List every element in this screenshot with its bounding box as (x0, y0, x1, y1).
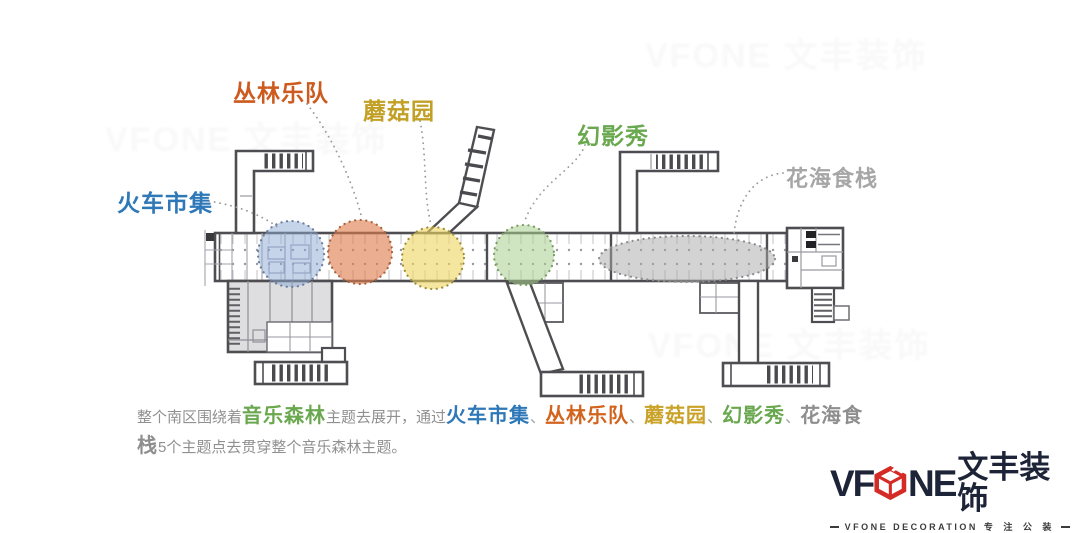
logo-wordmark: VF NE 文丰装饰 (830, 452, 1070, 514)
zone-label-flower-sea[interactable]: 花海食栈 (786, 166, 879, 191)
caption-theme-music-forest: 音乐森林 (242, 405, 327, 427)
watermark: VFONE 文丰装饰 (645, 37, 928, 75)
cube-icon (874, 465, 907, 501)
zone-label-jungle-band[interactable]: 丛林乐队 (233, 80, 329, 106)
logo-tagline-cn: 专 注 公 装 (983, 522, 1056, 532)
zone-circle-phantom-show[interactable] (492, 223, 556, 287)
wing-bottom-left (226, 279, 349, 386)
caption-text: 5个主题点去贯穿整个音乐森林主题。 (158, 439, 407, 456)
caption-zone-phantom-show: 幻影秀 (722, 405, 786, 427)
caption-zone-jungle-band: 丛林乐队 (545, 405, 630, 427)
logo-text-cn: 文丰装饰 (957, 450, 1051, 516)
leader-lines (208, 103, 784, 235)
zone-circle-train-market[interactable] (256, 219, 326, 289)
logo-text-vf: VF (830, 462, 875, 504)
wing-bottom-right (699, 279, 831, 388)
stair-diagonal (423, 125, 496, 235)
leader-mushroom-garden (419, 120, 432, 226)
stair-top-left (234, 149, 315, 235)
watermark: VFONE 文丰装饰 (648, 327, 931, 365)
right-rooms (785, 226, 850, 324)
leader-phantom-show (523, 144, 586, 224)
stair-bottom-middle (505, 281, 645, 398)
caption-zone-train-market: 火车市集 (446, 405, 531, 427)
caption-text: 主题去展开，通过 (326, 409, 447, 426)
caption-text: 整个南区围绕着 (137, 409, 243, 426)
logo-text-ne: NE (907, 462, 957, 504)
caption-zone-flower-sea-part2: 栈 (137, 435, 158, 457)
caption-separator: 、 (785, 409, 801, 426)
logo-tagline: VFONE DECORATION 专 注 公 装 (830, 520, 1070, 533)
tagline-dash-left (830, 525, 839, 528)
caption-line-1: 整个南区围绕着音乐森林主题去展开，通过火车市集、丛林乐队、蘑菇园、幻影秀、花海食 (137, 402, 937, 432)
zone-label-phantom-show[interactable]: 幻影秀 (577, 123, 649, 149)
caption-zone-mushroom-garden: 蘑菇园 (644, 405, 708, 427)
caption-zone-flower-sea-part1: 花海食 (800, 405, 864, 427)
zone-circle-flower-sea[interactable] (597, 234, 777, 284)
caption: 整个南区围绕着音乐森林主题去展开，通过火车市集、丛林乐队、蘑菇园、幻影秀、花海食… (137, 402, 937, 462)
caption-line-2: 栈5个主题点去贯穿整个音乐森林主题。 (137, 432, 937, 462)
zone-circle-mushroom-garden[interactable] (400, 225, 466, 291)
zone-circle-jungle-band[interactable] (326, 218, 394, 286)
leader-train-market (208, 200, 280, 229)
logo-tagline-en: VFONE DECORATION (844, 521, 978, 532)
zone-label-train-market[interactable]: 火车市集 (117, 190, 213, 216)
leader-jungle-band (306, 103, 363, 220)
stair-top-right (618, 150, 720, 235)
caption-separator: 、 (530, 409, 546, 426)
caption-separator: 、 (629, 409, 645, 426)
caption-separator: 、 (707, 409, 723, 426)
brand-logo: VF NE 文丰装饰 VFONE DECORATION 专 注 公 装 (830, 452, 1070, 533)
tagline-dash-right (1061, 525, 1070, 528)
leader-flower-sea (733, 172, 784, 235)
zone-label-mushroom-garden[interactable]: 蘑菇园 (363, 98, 435, 124)
